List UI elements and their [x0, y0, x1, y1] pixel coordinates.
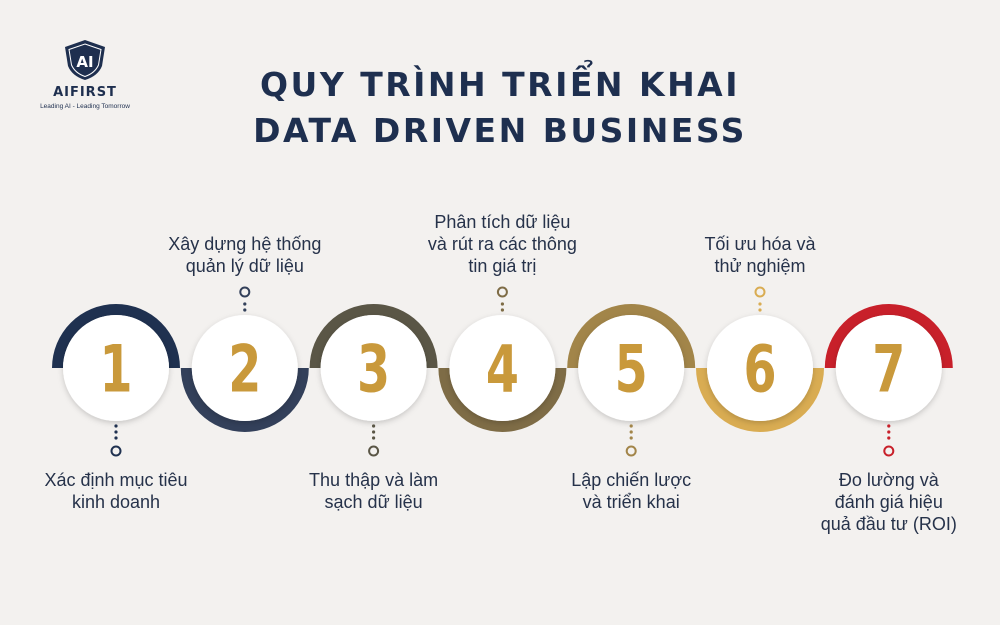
connector-marker [883, 445, 895, 457]
step-label-line: đánh giá hiệu [834, 492, 943, 512]
connector-dot [114, 424, 118, 428]
step-label-line: Xác định mục tiêu [44, 470, 188, 490]
step-circle [835, 315, 942, 421]
connector-dot [372, 436, 376, 440]
connector-dot [500, 308, 504, 312]
connector-dot [243, 302, 247, 306]
step-label-line: và rút ra các thông [427, 234, 577, 254]
step-label-line: thử nghiệm [714, 256, 806, 276]
step-2: 2 [180, 286, 309, 432]
step-number: 6 [743, 332, 776, 407]
connector-marker [625, 445, 637, 457]
connector-marker [496, 286, 508, 298]
connector-dot [372, 430, 376, 434]
step-number: 4 [486, 332, 519, 407]
step-number: 2 [228, 332, 261, 407]
step-label-line: Xây dựng hệ thống [168, 234, 322, 254]
step-label-line: sạch dữ liệu [324, 492, 423, 512]
step-4: 4 [438, 286, 567, 432]
connector-dot [243, 308, 247, 312]
step-circle [320, 315, 427, 421]
connector-dot [758, 302, 762, 306]
logo-mark: AI [76, 53, 93, 71]
shield-logo-icon: AI [65, 40, 105, 80]
step-label-line: Thu thập và làm [309, 470, 439, 490]
step-circle [63, 315, 169, 421]
step-circle [191, 315, 298, 421]
connector-dot [887, 430, 891, 434]
connector-dot [372, 424, 376, 428]
step-arc [696, 368, 824, 432]
connector-marker [239, 286, 251, 298]
step-arc [824, 304, 953, 368]
connector-dot [629, 424, 633, 428]
title-line-1: QUY TRÌNH TRIỂN KHAI [259, 65, 740, 104]
connector-dot [758, 308, 762, 312]
step-label-line: Tối ưu hóa và [704, 234, 816, 254]
step-circle [449, 315, 556, 421]
connector-dot [887, 436, 891, 440]
step-arc [52, 304, 180, 368]
connector-marker [754, 286, 766, 298]
step-arc [567, 304, 696, 368]
connector-dot [629, 430, 633, 434]
connector-dot [629, 436, 633, 440]
step-arc [180, 368, 309, 432]
step-5: 5 [567, 304, 696, 457]
logo-tagline: Leading AI - Leading Tomorrow [40, 103, 130, 110]
step-label-line: tin giá trị [468, 256, 537, 276]
step-circle [578, 315, 685, 421]
connector-dot [114, 436, 118, 440]
connector-dot [114, 430, 118, 434]
step-arc [438, 368, 567, 432]
step-circle [707, 315, 813, 421]
page-title: QUY TRÌNH TRIỂN KHAI DATA DRIVEN BUSINES… [0, 62, 1000, 154]
connector-dot [887, 424, 891, 428]
connector-marker [368, 445, 380, 457]
step-label-line: quả đầu tư (ROI) [820, 514, 957, 534]
logo: AI AIFIRST Leading AI - Leading Tomorrow [30, 38, 140, 110]
step-label-line: kinh doanh [71, 492, 161, 512]
step-number: 1 [99, 332, 132, 407]
step-label-line: quản lý dữ liệu [185, 256, 304, 276]
step-number: 3 [357, 332, 390, 407]
step-label-line: và triển khai [582, 492, 680, 512]
logo-name: AIFIRST [53, 85, 117, 100]
step-number: 7 [872, 332, 905, 407]
step-1: 1 [52, 304, 180, 457]
step-arc [309, 304, 438, 368]
step-number: 5 [615, 332, 648, 407]
step-3: 3 [309, 304, 438, 457]
step-label-line: Đo lường và [838, 470, 939, 490]
step-label-line: Phân tích dữ liệu [434, 212, 571, 232]
step-7: 7 [824, 304, 953, 457]
step-label-line: Lập chiến lược [571, 470, 692, 490]
step-6: 6 [696, 286, 824, 432]
title-line-2: DATA DRIVEN BUSINESS [253, 111, 747, 150]
connector-dot [500, 302, 504, 306]
connector-marker [110, 445, 122, 457]
